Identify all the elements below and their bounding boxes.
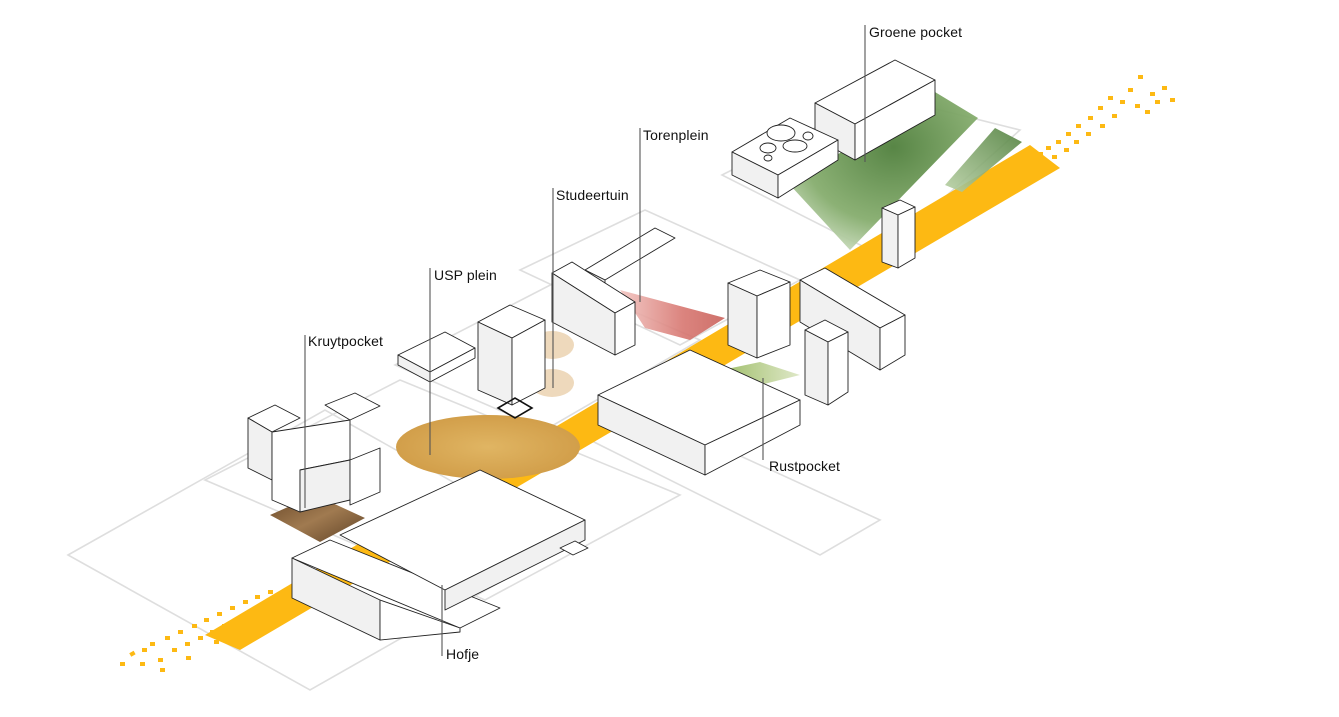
building-studeertuin [551,261,636,356]
building-usp-tower [477,304,546,406]
building-rust-right [799,267,906,406]
torenplein-area [620,290,725,340]
building-rust-tower [727,269,791,359]
building-groene-2 [731,117,839,199]
building-hofje-complex [291,469,589,641]
building-groene-1 [814,59,936,161]
label-usp-plein: USP plein [434,267,497,283]
label-rustpocket: Rustpocket [769,458,841,474]
label-hofje: Hofje [446,646,480,662]
building-groene-tower [881,199,916,269]
groene-pocket-area [790,92,978,250]
rustpocket-area [722,362,800,385]
route-pixels-left [120,590,279,672]
label-studeertuin: Studeertuin [556,187,629,203]
building-rust-block [597,349,801,476]
label-torenplein: Torenplein [643,127,709,143]
building-kruyt [247,392,381,513]
groene-pocket-strip [945,128,1022,192]
leader-lines [304,25,866,656]
buildings [247,59,936,641]
building-usp-low [397,331,476,383]
usp-plein-area [396,415,580,479]
usp-pavilion [496,397,534,419]
label-groene-pocket: Groene pocket [869,24,963,40]
route-pixels-right [1038,75,1175,166]
label-kruytpocket: Kruytpocket [308,333,384,349]
